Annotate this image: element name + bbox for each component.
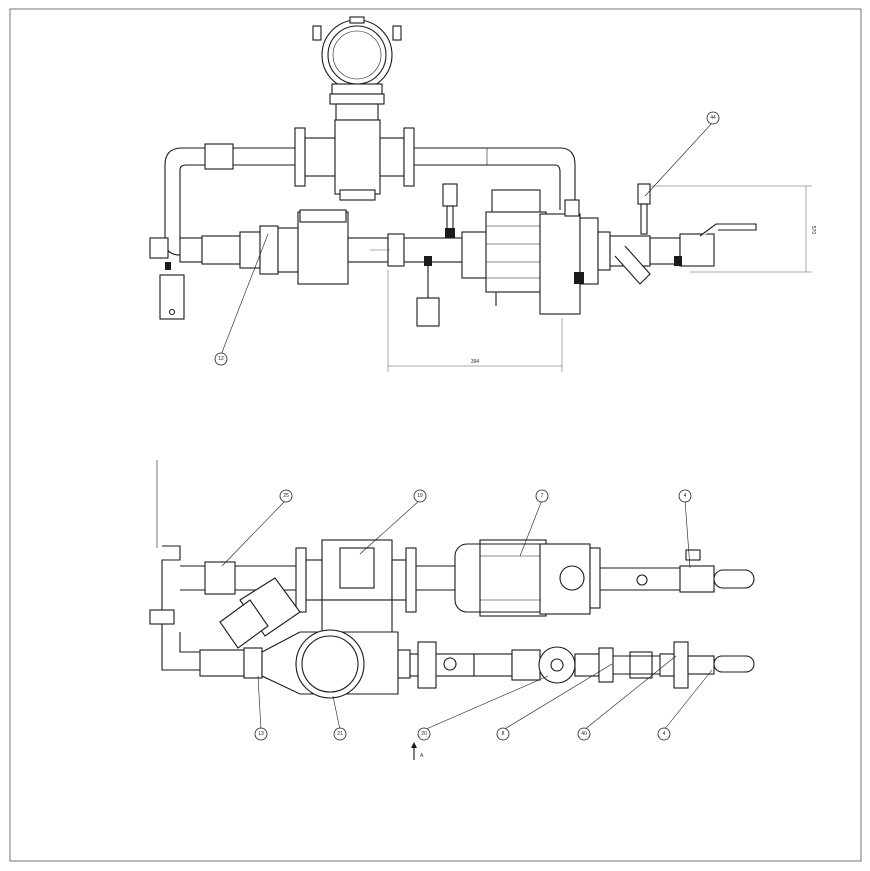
balloon-25: 25 — [279, 489, 293, 503]
svg-text:4: 4 — [663, 731, 666, 737]
top-elevation-view: 570 394 44 12 — [149, 16, 816, 372]
balloon-8: 8 — [496, 727, 510, 741]
main-pipe-run — [149, 183, 465, 327]
balloon-13: 13 — [254, 727, 268, 741]
dimension-width: 394 — [387, 270, 563, 372]
dimension-width-label: 394 — [471, 359, 480, 365]
svg-text:13: 13 — [258, 731, 264, 737]
svg-text:7: 7 — [541, 493, 544, 499]
balloon-top-12: 12 — [214, 352, 228, 366]
svg-text:12: 12 — [218, 356, 224, 362]
sheet-border — [9, 8, 862, 862]
upper-bypass-pipe — [164, 119, 576, 240]
balloon-20: 20 — [417, 727, 431, 741]
view-arrow-a: A — [411, 742, 424, 760]
svg-text:21: 21 — [337, 731, 343, 737]
balloon-7: 7 — [535, 489, 549, 503]
svg-text:25: 25 — [283, 493, 289, 499]
view-arrow-label: A — [420, 753, 424, 759]
balloon-19: 19 — [413, 489, 427, 503]
strainer-and-ball-valve — [609, 183, 757, 285]
svg-text:8: 8 — [502, 731, 505, 737]
dimension-height-label: 570 — [810, 226, 816, 235]
balloon-40: 40 — [577, 727, 591, 741]
svg-text:19: 19 — [417, 493, 423, 499]
angle-seat-valve — [149, 577, 301, 649]
svg-text:40: 40 — [581, 731, 587, 737]
bottom-plan-view: A 25 19 7 4 13 21 20 8 40 4 — [149, 460, 755, 760]
pump-motor-assembly — [461, 189, 611, 315]
svg-text:44: 44 — [710, 115, 716, 121]
balloon-4-lower: 4 — [657, 727, 671, 741]
lower-pipe-line — [161, 628, 755, 699]
balloon-top-44: 44 — [706, 111, 720, 125]
flowmeter-transmitter — [312, 16, 402, 121]
upper-pipe-line — [161, 539, 755, 637]
dimension-height: 570 — [650, 185, 816, 273]
svg-text:4: 4 — [684, 493, 687, 499]
balloon-4-upper: 4 — [678, 489, 692, 503]
svg-text:20: 20 — [421, 731, 427, 737]
balloon-21: 21 — [333, 727, 347, 741]
